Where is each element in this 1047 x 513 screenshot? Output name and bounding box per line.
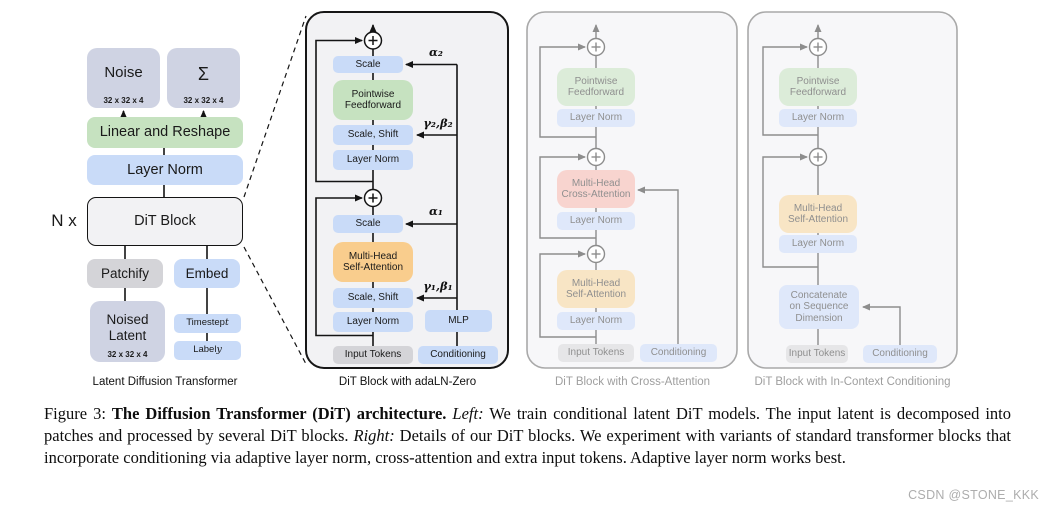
- left-marker: Left:: [446, 404, 484, 423]
- in-context-panel-caption: DiT Block with In-Context Conditioning: [754, 376, 951, 388]
- dit-block-box: DiT Block: [87, 197, 243, 246]
- adaln-layer-norm-top-box: Layer Norm: [333, 150, 413, 170]
- adaln-pointwise-feedforward-box: Pointwise Feedforward: [333, 80, 413, 120]
- ic-conditioning-box: Conditioning: [863, 345, 937, 363]
- sigma-label: Σ: [197, 63, 210, 84]
- right-marker: Right:: [353, 426, 395, 445]
- noised-latent-label: Noised Latent: [106, 312, 149, 343]
- noise-box: Noise 32 x 32 x 4: [87, 48, 160, 108]
- ic-input-tokens-box: Input Tokens: [786, 345, 848, 363]
- adaln-conditioning-box: Conditioning: [418, 346, 498, 364]
- linear-reshape-box: Linear and Reshape: [87, 117, 243, 148]
- ic-pointwise-feedforward-box: Pointwise Feedforward: [779, 68, 857, 106]
- adaln-scale-shift-bottom-box: Scale, Shift: [333, 288, 413, 308]
- sigma-dims: 32 x 32 x 4: [183, 95, 224, 105]
- cross-attention-add-icons: [586, 37, 606, 264]
- add-icon: [808, 147, 828, 167]
- add-icon: [586, 244, 606, 264]
- sigma-box: Σ 32 x 32 x 4: [167, 48, 240, 108]
- ca-input-tokens-box: Input Tokens: [558, 344, 634, 362]
- ca-pointwise-feedforward-box: Pointwise Feedforward: [557, 68, 635, 106]
- in-context-add-icons: [808, 37, 828, 167]
- noise-dims: 32 x 32 x 4: [103, 95, 144, 105]
- add-icon: [808, 37, 828, 57]
- alpha2-label: α₂: [429, 45, 443, 59]
- add-icon: [363, 188, 383, 208]
- csdn-watermark: CSDN @STONE_KKK: [908, 488, 1039, 502]
- ic-layer-norm-bottom-box: Layer Norm: [779, 235, 857, 253]
- layer-norm-box: Layer Norm: [87, 155, 243, 185]
- adaln-scale-shift-top-box: Scale, Shift: [333, 125, 413, 145]
- cross-attention-panel-caption: DiT Block with Cross-Attention: [554, 376, 711, 388]
- ca-layer-norm-mid-box: Layer Norm: [557, 212, 635, 230]
- left-description: We train conditional latent DiT models. …: [44, 404, 1012, 445]
- right-description: Details of our DiT blocks. We experiment…: [44, 426, 1012, 467]
- figure-caption: Figure 3: The Diffusion Transformer (DiT…: [44, 403, 1011, 469]
- label-y-box: Label y: [174, 341, 241, 360]
- adaln-input-tokens-box: Input Tokens: [333, 346, 413, 364]
- left-diagram-caption: Latent Diffusion Transformer: [92, 376, 238, 388]
- figure-title: The Diffusion Transformer (DiT) architec…: [111, 404, 447, 423]
- adaln-add-icons: [363, 31, 383, 208]
- noised-latent-box: Noised Latent 32 x 32 x 4: [90, 301, 165, 362]
- timestep-variable: t: [224, 317, 229, 329]
- gamma2-beta2-label: γ₂,β₂: [423, 116, 453, 130]
- ic-mhsa-box: Multi-Head Self-Attention: [779, 195, 857, 233]
- ca-mhsa-box: Multi-Head Self-Attention: [557, 270, 635, 308]
- add-icon: [586, 147, 606, 167]
- label-y-variable: y: [216, 344, 222, 356]
- adaln-layer-norm-bottom-box: Layer Norm: [333, 312, 413, 332]
- alpha1-label: α₁: [429, 204, 443, 218]
- adaln-mhsa-box: Multi-Head Self-Attention: [333, 242, 413, 282]
- adaln-panel-caption: DiT Block with adaLN-Zero: [338, 376, 477, 388]
- ic-concatenate-box: Concatenate on Sequence Dimension: [779, 285, 859, 329]
- left-connectors: [120, 110, 208, 341]
- dashed-zoom-lines: [243, 15, 307, 365]
- n-x-label: N x: [51, 211, 77, 231]
- figure-number: Figure 3:: [44, 404, 112, 423]
- adaln-scale-top-box: Scale: [333, 56, 403, 73]
- ic-layer-norm-top-box: Layer Norm: [779, 109, 857, 127]
- adaln-mlp-box: MLP: [425, 310, 492, 332]
- patchify-box: Patchify: [87, 259, 163, 288]
- add-icon: [363, 31, 383, 50]
- ca-layer-norm-top-box: Layer Norm: [557, 109, 635, 127]
- label-y-label: Label: [193, 344, 217, 356]
- adaln-scale-bottom-box: Scale: [333, 215, 403, 233]
- noise-label: Noise: [104, 63, 143, 81]
- ca-layer-norm-bottom-box: Layer Norm: [557, 312, 635, 330]
- timestep-label: Timestep: [186, 317, 225, 329]
- add-icon: [586, 37, 606, 57]
- ca-mhca-box: Multi-Head Cross-Attention: [557, 170, 635, 208]
- embed-box: Embed: [174, 259, 240, 288]
- timestep-box: Timestep t: [174, 314, 241, 333]
- noised-latent-dims: 32 x 32 x 4: [107, 349, 148, 359]
- ca-conditioning-box: Conditioning: [640, 344, 717, 362]
- gamma1-beta1-label: γ₁,β₁: [423, 279, 453, 293]
